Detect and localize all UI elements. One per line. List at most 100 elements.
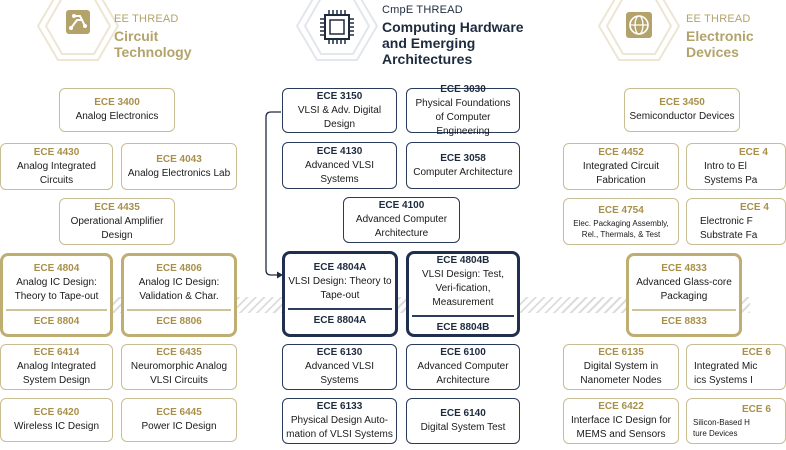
course-code: ECE 6130 [316, 347, 363, 358]
course-name: Advanced Glass-core Packaging [636, 276, 732, 302]
course-name: Integrated Circuit Fabrication [582, 160, 660, 186]
course-card[interactable]: ECE 3400 Analog Electronics [59, 88, 175, 132]
course-name: Electronic F Substrate Fa [700, 215, 758, 241]
course-card[interactable]: ECE 6135 Digital System in Nanometer Nod… [563, 344, 679, 390]
course-name: Physical Design Auto-mation of VLSI Syst… [286, 415, 393, 440]
course-card[interactable]: ECE 6100 Advanced Computer Architecture [406, 344, 520, 390]
course-card[interactable]: ECE 6 Silicon-Based H ture Devices [686, 398, 786, 444]
course-code: ECE 6135 [598, 347, 644, 358]
course-code: ECE 4 [740, 201, 769, 213]
course-card[interactable]: ECE 4 Electronic F Substrate Fa [686, 198, 786, 245]
course-name: VLSI Design: Theory to Tape-out [288, 275, 392, 301]
course-code: ECE 6422 [598, 401, 644, 412]
course-card[interactable]: ECE 4452 Integrated Circuit Fabrication [563, 143, 679, 190]
course-name: VLSI Design: Test, Veri-fication, Measur… [421, 268, 505, 308]
course-code: ECE 4804A [313, 261, 367, 273]
course-card[interactable]: ECE 6435 Neuromorphic Analog VLSI Circui… [121, 344, 237, 390]
course-card[interactable]: ECE 6445 Power IC Design [121, 398, 237, 442]
course-card[interactable]: ECE 3058 Computer Architecture [406, 142, 520, 189]
course-card-dual-level[interactable]: ECE 4804A VLSI Design: Theory to Tape-ou… [282, 251, 398, 337]
course-code: ECE 4804B [436, 254, 490, 266]
course-code: ECE 3030 [440, 83, 486, 95]
course-card[interactable]: ECE 4754 Elec. Packaging Assembly, Rel.,… [563, 198, 679, 245]
card-divider [6, 308, 107, 311]
course-card[interactable]: ECE 4043 Analog Electronics Lab [121, 143, 237, 190]
course-code: ECE 4130 [316, 145, 363, 157]
course-name: Advanced VLSI Systems [305, 361, 374, 386]
course-name: Advanced VLSI Systems [305, 159, 374, 185]
header-title: EE THREAD [686, 13, 751, 25]
graduate-course-code: ECE 8806 [156, 315, 202, 327]
course-card[interactable]: ECE 6422 Interface IC Design for MEMS an… [563, 398, 679, 444]
globe-icon [597, 0, 681, 61]
graduate-course-code: ECE 8833 [661, 315, 707, 327]
course-card[interactable]: ECE 3450 Semiconductor Devices [624, 88, 740, 132]
course-name: Semiconductor Devices [629, 111, 735, 122]
course-card[interactable]: ECE 6140 Digital System Test [406, 398, 520, 444]
course-card[interactable]: ECE 6133 Physical Design Auto-mation of … [282, 398, 397, 444]
course-card[interactable]: ECE 6 Integrated Mic ics Systems I [686, 344, 786, 390]
course-card[interactable]: ECE 6414 Analog Integrated System Design [0, 344, 113, 390]
course-name: Analog Integrated System Design [17, 361, 96, 386]
course-code: ECE 3400 [94, 97, 140, 108]
course-name: Elec. Packaging Assembly, Rel., Thermals… [573, 218, 669, 239]
course-name: Analog Integrated Circuits [17, 160, 96, 186]
course-card[interactable]: ECE 4130 Advanced VLSI Systems [282, 142, 397, 189]
card-divider [288, 307, 392, 310]
header-title: EE THREAD [114, 13, 179, 25]
course-card[interactable]: ECE 3150 VLSI & Adv. Digital Design [282, 88, 397, 133]
course-name: Analog IC Design: Validation & Char. [138, 276, 220, 302]
course-name: VLSI & Adv. Digital Design [297, 104, 382, 130]
course-code: ECE 4 [739, 146, 768, 158]
processor-chip-icon [295, 0, 379, 61]
course-card[interactable]: ECE 4430 Analog Integrated Circuits [0, 143, 113, 190]
circuit-board-icon [36, 0, 120, 61]
course-card[interactable]: ECE 3030 Physical Foundations of Compute… [406, 84, 520, 137]
course-name: Operational Amplifier Design [70, 215, 164, 241]
header-subtitle: Computing Hardware and Emerging Architec… [382, 19, 524, 67]
course-name: Digital System in Nanometer Nodes [580, 361, 662, 386]
course-card-dual-level[interactable]: ECE 4806 Analog IC Design: Validation & … [121, 253, 237, 337]
course-code: ECE 3150 [316, 90, 363, 102]
course-code: ECE 6 [742, 347, 771, 358]
card-divider [412, 314, 514, 317]
course-code: ECE 4435 [94, 201, 140, 213]
course-name: Neuromorphic Analog VLSI Circuits [130, 361, 228, 386]
course-name: Analog Electronics [75, 111, 159, 122]
course-name: Digital System Test [420, 422, 506, 433]
course-code: ECE 6140 [440, 408, 486, 419]
course-code: ECE 4806 [156, 262, 202, 274]
header-subtitle: Electronic Devices [686, 28, 754, 60]
course-code: ECE 4754 [598, 204, 644, 216]
header-subtitle: Circuit Technology [114, 28, 192, 60]
course-card[interactable]: ECE 4100 Advanced Computer Architecture [343, 197, 460, 243]
course-code: ECE 6414 [33, 347, 80, 358]
course-card-dual-level[interactable]: ECE 4833 Advanced Glass-core Packaging E… [626, 253, 742, 337]
course-card[interactable]: ECE 4 Intro to El Systems Pa [686, 143, 786, 190]
graduate-course-code: ECE 8804 [33, 315, 80, 327]
course-code: ECE 4043 [156, 153, 202, 165]
graduate-course-code: ECE 8804A [313, 314, 367, 326]
card-divider [127, 308, 231, 311]
course-code: ECE 6420 [33, 407, 80, 418]
course-code: ECE 3058 [440, 152, 486, 164]
course-name: Physical Foundations of Computer Enginee… [415, 97, 511, 137]
course-card-dual-level[interactable]: ECE 4804B VLSI Design: Test, Veri-ficati… [406, 251, 520, 337]
course-name: Analog IC Design: Theory to Tape-out [14, 276, 99, 302]
course-code: ECE 4804 [33, 262, 80, 274]
course-card[interactable]: ECE 6130 Advanced VLSI Systems [282, 344, 397, 390]
graduate-course-code: ECE 8804B [436, 321, 490, 333]
course-code: ECE 3450 [659, 97, 705, 108]
course-code: ECE 6445 [156, 407, 202, 418]
course-card[interactable]: ECE 6420 Wireless IC Design [0, 398, 113, 442]
course-name: Analog Electronics Lab [127, 167, 231, 179]
course-card[interactable]: ECE 4435 Operational Amplifier Design [59, 198, 175, 245]
course-code: ECE 4430 [33, 146, 80, 158]
course-code: ECE 6435 [156, 347, 202, 358]
course-code: ECE 6100 [440, 347, 486, 358]
course-name: Integrated Mic ics Systems I [694, 361, 758, 386]
course-name: Interface IC Design for MEMS and Sensors [570, 415, 672, 440]
course-code: ECE 6 [742, 404, 771, 415]
course-name: Intro to El Systems Pa [704, 160, 758, 186]
course-card-dual-level[interactable]: ECE 4804 Analog IC Design: Theory to Tap… [0, 253, 113, 337]
